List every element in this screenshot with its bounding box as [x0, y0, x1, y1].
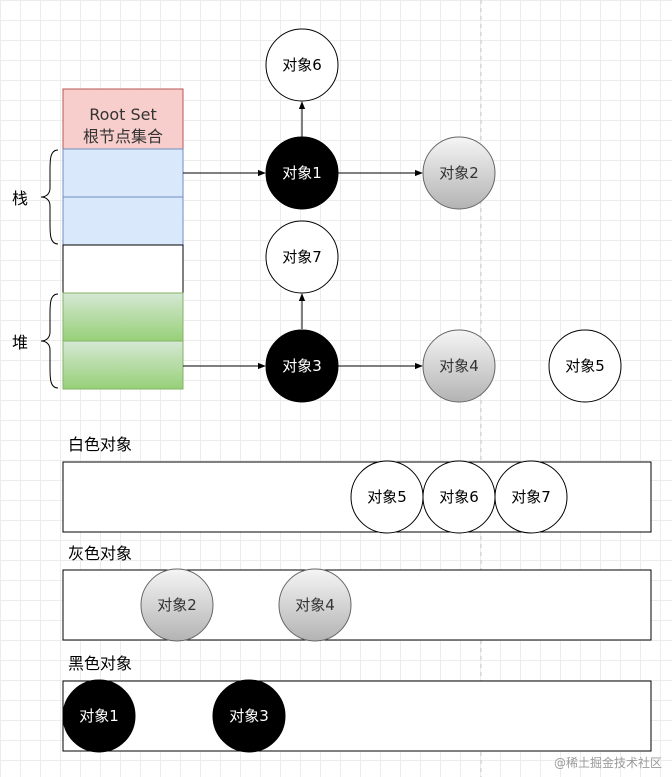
- watermark: @稀土掘金技术社区: [553, 756, 662, 770]
- black-group-item-1-label: 对象1: [79, 707, 119, 725]
- gray-group-item-1: 对象2: [140, 568, 214, 642]
- black-group-item-2-label: 对象3: [229, 707, 269, 725]
- white-group-item-1: 对象5: [350, 460, 424, 534]
- stack-brace: [40, 149, 59, 245]
- gray-group-label: 灰色对象: [68, 544, 132, 563]
- white-group-item-3: 对象7: [494, 460, 568, 534]
- heap-label: 堆: [12, 333, 28, 352]
- node-obj7: 对象7: [265, 220, 339, 294]
- node-obj7-label: 对象7: [282, 248, 322, 266]
- gray-group-item-2-label: 对象4: [295, 596, 335, 614]
- white-group-item-2: 对象6: [422, 460, 496, 534]
- node-obj6: 对象6: [265, 28, 339, 102]
- white-group-label: 白色对象: [68, 435, 132, 454]
- node-obj1-label: 对象1: [282, 164, 322, 182]
- node-obj3: 对象3: [265, 329, 339, 403]
- heap-slot-2: [62, 340, 184, 390]
- white-group-item-2-label: 对象6: [439, 488, 479, 506]
- heap-brace: [40, 293, 59, 389]
- black-group-label: 黑色对象: [68, 654, 132, 673]
- root-set-column: Root Set 根节点集合: [62, 88, 184, 390]
- node-obj5-label: 对象5: [565, 357, 605, 375]
- root-set-subtitle: 根节点集合: [83, 127, 163, 146]
- black-group-item-2: 对象3: [212, 679, 286, 753]
- stack-slot-1: [62, 148, 184, 198]
- root-set-title: Root Set: [89, 105, 157, 124]
- node-obj6-label: 对象6: [282, 56, 322, 74]
- node-obj1: 对象1: [265, 136, 339, 210]
- empty-slot: [62, 244, 184, 294]
- stack-label: 栈: [12, 189, 28, 208]
- white-group-item-1-label: 对象5: [367, 488, 407, 506]
- node-obj3-label: 对象3: [282, 357, 322, 375]
- heap-slot-1: [62, 292, 184, 342]
- black-group-item-1: 对象1: [62, 679, 136, 753]
- node-obj2: 对象2: [422, 136, 496, 210]
- white-group-item-3-label: 对象7: [511, 488, 551, 506]
- gray-group-item-1-label: 对象2: [157, 596, 197, 614]
- stack-slot-2: [62, 196, 184, 246]
- black-group-box: [62, 680, 652, 752]
- gray-group-item-2: 对象4: [278, 568, 352, 642]
- node-obj2-label: 对象2: [439, 164, 479, 182]
- node-obj4-label: 对象4: [439, 357, 479, 375]
- node-obj4: 对象4: [422, 329, 496, 403]
- node-obj5: 对象5: [548, 329, 622, 403]
